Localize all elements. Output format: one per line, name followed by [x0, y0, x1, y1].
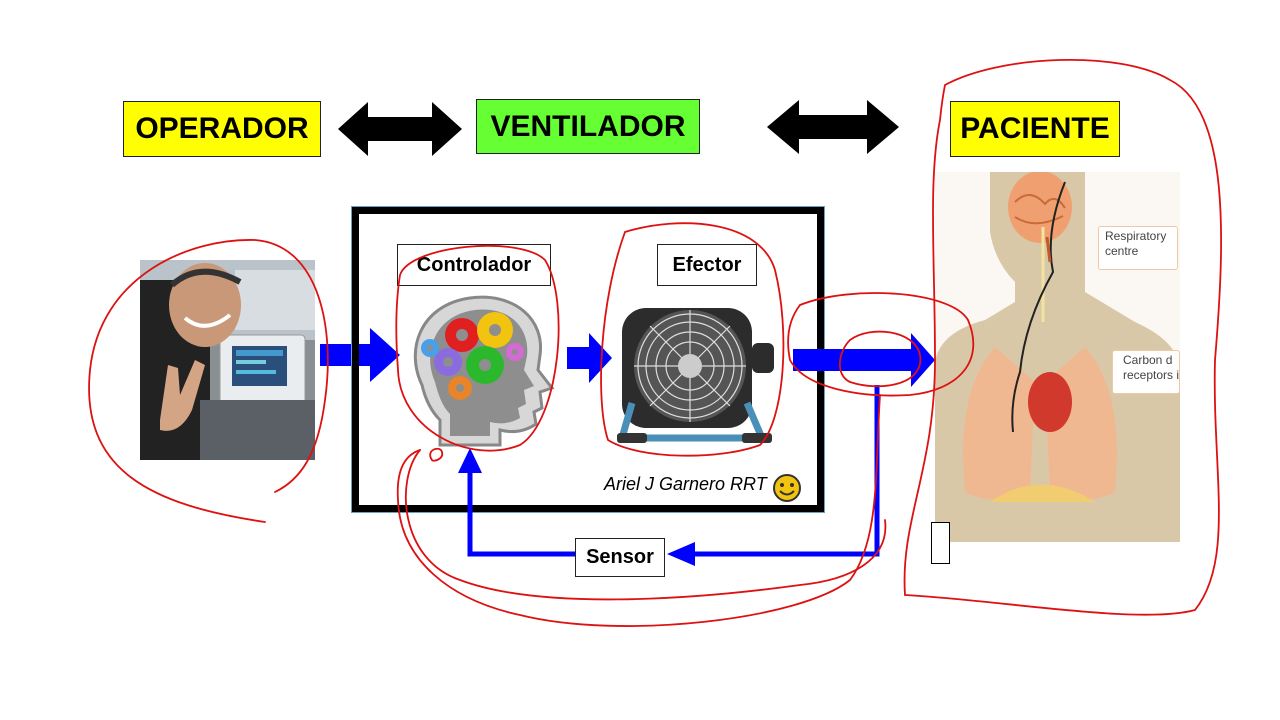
- double-arrow-left: [338, 102, 462, 156]
- paciente-label: PACIENTE: [950, 101, 1120, 157]
- small-rectangle: [931, 522, 950, 564]
- carbon-receptors-line1: Carbon d: [1123, 353, 1173, 367]
- respiratory-centre-label: Respiratory centre: [1098, 226, 1178, 270]
- brain-gears-icon: [413, 295, 555, 447]
- carbon-receptors-label: Carbon d receptors in: [1112, 350, 1180, 394]
- smiley-icon: [773, 474, 801, 502]
- ventilador-label: VENTILADOR: [476, 99, 700, 154]
- respiratory-centre-line1: Respiratory: [1105, 229, 1167, 243]
- operator-photo: [140, 260, 315, 460]
- fan-icon: [617, 308, 774, 443]
- carbon-receptors-line2: receptors in: [1123, 368, 1180, 382]
- author-credit: Ariel J Garnero RRT: [604, 474, 767, 494]
- sensor-label: Sensor: [575, 538, 665, 577]
- double-arrow-right: [767, 100, 899, 154]
- operador-label: OPERADOR: [123, 101, 321, 157]
- controlador-label: Controlador: [397, 244, 551, 286]
- arrow-effector-to-patient: [793, 333, 935, 387]
- arrow-operator-to-controller: [320, 328, 400, 382]
- arrow-controller-to-effector: [567, 333, 612, 383]
- respiratory-centre-line2: centre: [1105, 244, 1139, 258]
- efector-label: Efector: [657, 244, 757, 286]
